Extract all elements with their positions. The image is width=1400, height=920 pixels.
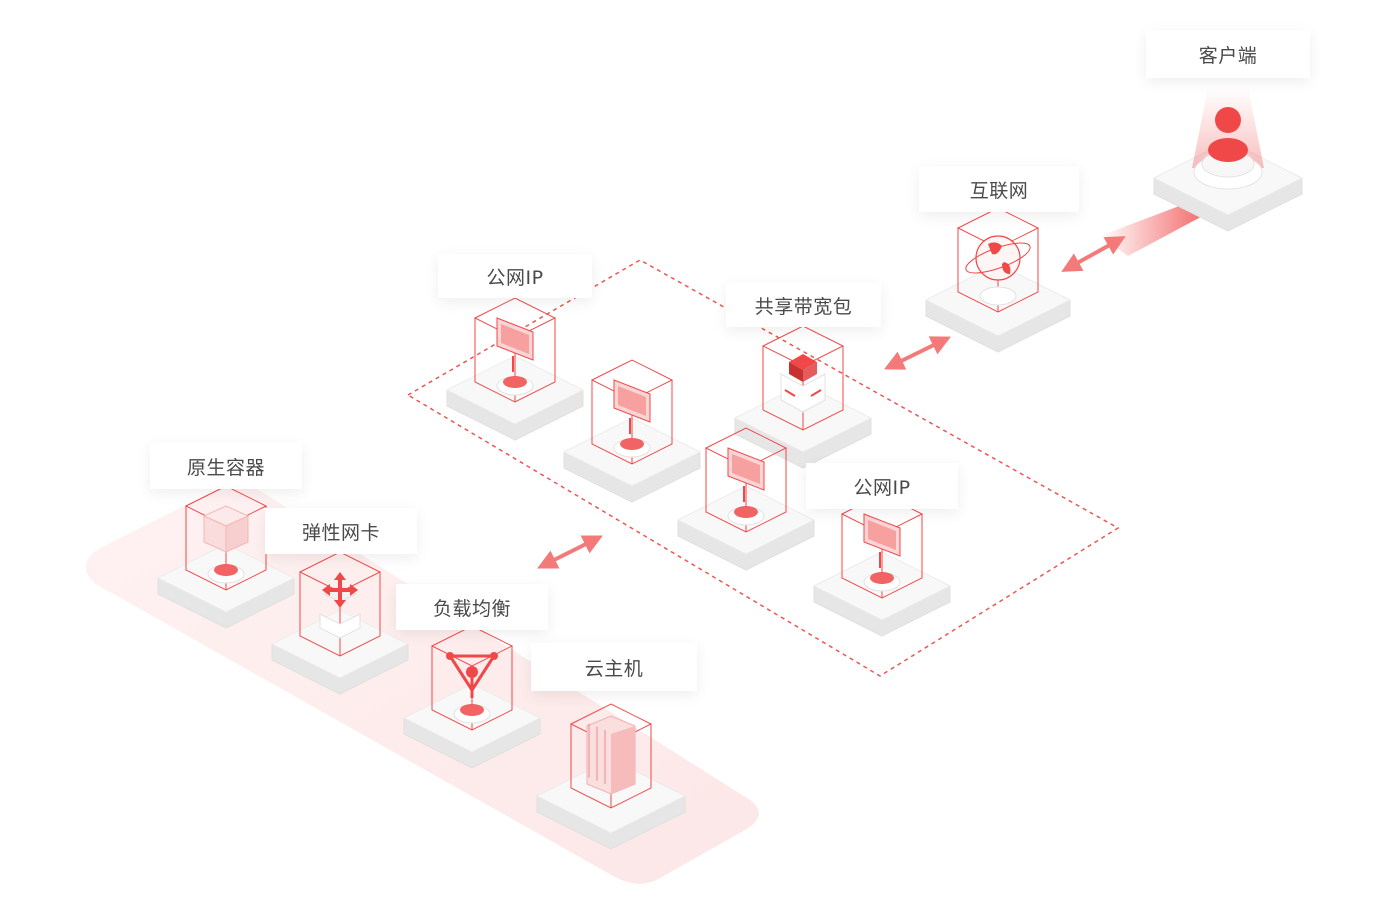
diagram-nodes <box>157 88 1303 850</box>
platform-client <box>1153 88 1303 232</box>
platform-internet <box>925 207 1071 353</box>
load-balancer-icon <box>430 625 514 731</box>
label-public-ip-right: 公网IP <box>806 463 958 509</box>
bandwidth-cube-icon <box>761 325 845 431</box>
network-card-icon <box>298 551 382 657</box>
label-internet: 互联网 <box>919 166 1079 212</box>
container-icon <box>184 485 268 591</box>
label-client: 客户端 <box>1146 30 1310 78</box>
arrow-internet-bandwidth <box>884 336 951 370</box>
server-icon <box>569 703 653 809</box>
arrow-client-internet <box>1061 236 1126 272</box>
label-public-ip-top: 公网IP <box>438 254 592 298</box>
platform-public_ip_mid <box>563 359 701 503</box>
client-beam <box>1100 200 1210 256</box>
platform-public_ip_right <box>813 493 951 637</box>
monitor-icon <box>704 427 788 533</box>
label-native-container: 原生容器 <box>150 443 302 489</box>
monitor-icon <box>840 493 924 599</box>
label-shared-bandwidth: 共享带宽包 <box>726 283 881 327</box>
platform-public_ip_low <box>677 427 815 571</box>
label-elastic-nic: 弹性网卡 <box>265 508 417 554</box>
label-load-balancer: 负载均衡 <box>396 584 548 630</box>
arrow-eip-compute <box>537 535 603 569</box>
monitor-icon <box>590 359 674 465</box>
platform-elastic_nic <box>271 551 409 695</box>
platform-shared_bandwidth <box>734 325 872 469</box>
platform-cloud_host <box>536 703 686 850</box>
label-cloud-host: 云主机 <box>531 643 697 691</box>
globe-icon <box>956 207 1040 313</box>
platform-load_balancer <box>403 625 541 769</box>
platform-native_container <box>157 485 295 629</box>
platform-public_ip_top <box>446 297 584 441</box>
user-icon <box>1192 88 1264 190</box>
monitor-icon <box>473 297 557 403</box>
eip-group-frame <box>406 259 1120 677</box>
